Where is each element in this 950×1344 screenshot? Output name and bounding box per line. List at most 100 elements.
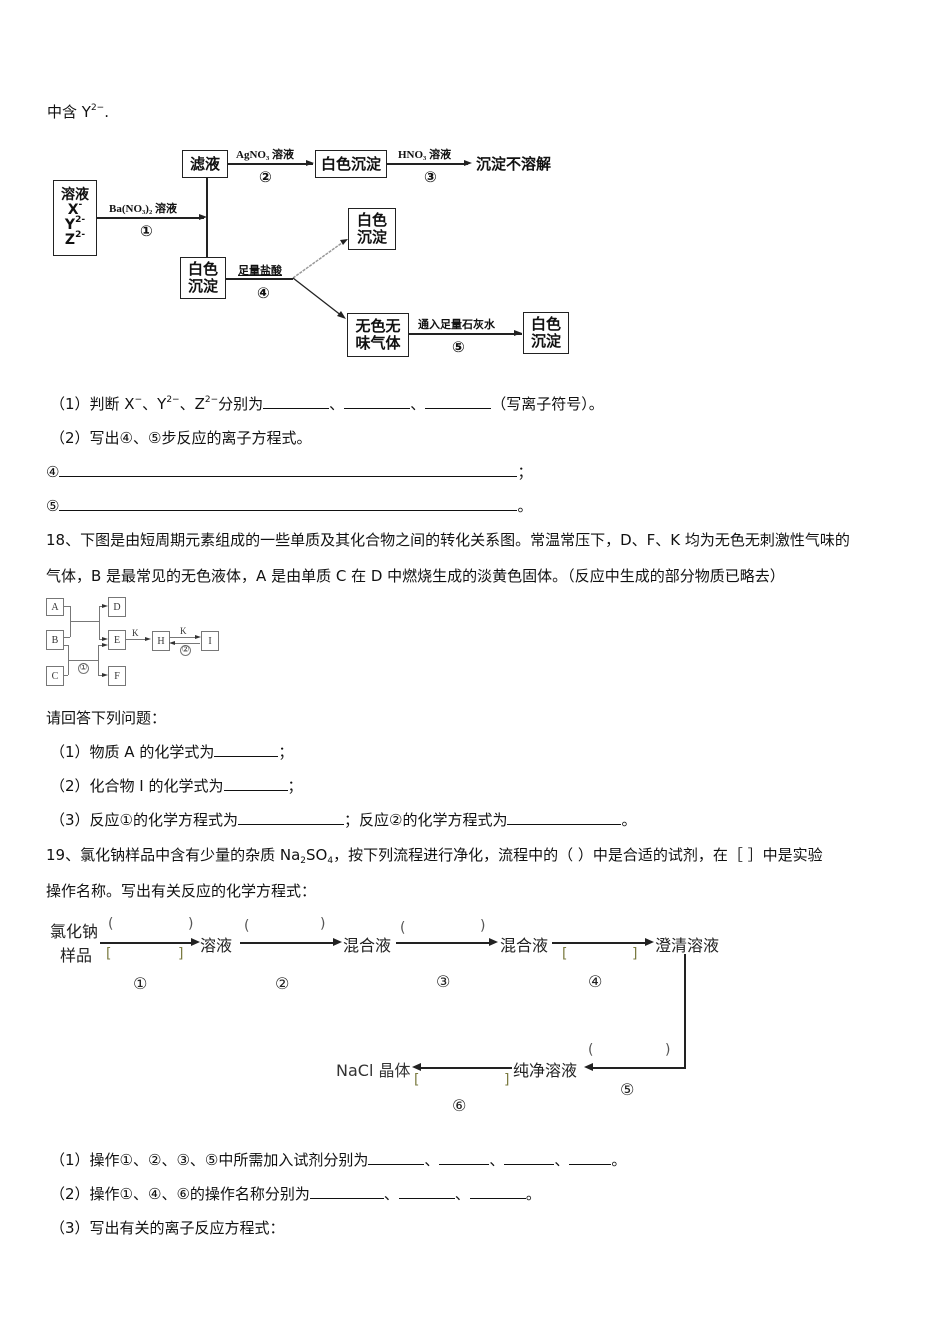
step2-paren-open: (	[244, 918, 250, 934]
answer-blank-op1[interactable]	[309, 1184, 384, 1199]
answer-blank-op4[interactable]	[398, 1184, 455, 1199]
answer-blank-x[interactable]	[263, 394, 330, 409]
answer-blank-a[interactable]	[214, 742, 279, 757]
step6-bracket-open: [	[414, 1072, 420, 1088]
q17-eq5: ⑤。	[46, 496, 533, 515]
step3-paren-open: (	[400, 920, 406, 936]
intro-suffix: .	[104, 103, 109, 121]
q18-prompt: 请回答下列问题：	[46, 709, 167, 727]
q19-part2: （2）操作①、④、⑥的操作名称分别为、、。	[50, 1184, 541, 1203]
answer-blank-eq5[interactable]	[59, 496, 518, 511]
q18-part3: （3）反应①的化学方程式为；反应②的化学方程式为。	[50, 810, 637, 829]
white-precipitate-box-2: 白色沉淀	[180, 257, 226, 299]
ion-test-diagram: 溶液 X- Y2- Z2- Ba(NO₃)₂ 溶液 ① 滤液 AgNO₃ 溶液 …	[0, 0, 950, 370]
start-box-title: 溶液	[61, 187, 89, 203]
answer-blank-z[interactable]	[425, 394, 492, 409]
step3-paren-close: )	[480, 918, 486, 934]
step4-bracket-open: [	[562, 946, 568, 962]
white-precipitate-box-1: 白色沉淀	[315, 150, 387, 178]
box-h: H	[152, 631, 170, 651]
flow-node-mixture-1: 混合液	[343, 936, 392, 955]
q19-part3: （3）写出有关的离子反应方程式：	[50, 1219, 285, 1237]
q19-stem-line2: 操作名称。写出有关反应的化学方程式：	[46, 882, 317, 900]
flow-step5-number: ⑤	[620, 1080, 635, 1099]
answer-blank-reagent3[interactable]	[504, 1150, 555, 1165]
box-b: B	[46, 630, 64, 650]
answer-blank-reagent1[interactable]	[368, 1150, 425, 1165]
flow-start-line1: 氯化钠	[50, 922, 99, 941]
vertical-connector	[206, 176, 208, 258]
q19-part1: （1）操作①、②、③、⑤中所需加入试剂分别为、、、。	[50, 1150, 627, 1169]
flow-step4-number: ④	[588, 972, 603, 991]
ion-x: X-	[67, 200, 83, 218]
arrow-step1-head	[199, 214, 207, 220]
q19-stem-line1: 19、氯化钠样品中含有少量的杂质 Na2SO4，按下列流程进行净化，流程中的（ …	[46, 846, 823, 866]
flow-step6-number: ⑥	[452, 1096, 467, 1115]
precipitate-not-dissolve-text: 沉淀不溶解	[476, 155, 552, 173]
step4-number: ④	[257, 284, 270, 302]
q18-part2: （2）化合物 I 的化学式为；	[50, 776, 303, 795]
white-precipitate-box-4: 白色沉淀	[523, 312, 569, 354]
arrow-step4-line	[225, 278, 293, 280]
step1-paren-close: )	[188, 916, 194, 932]
step5-paren-close: )	[665, 1042, 671, 1058]
reagent-step5: 通入足量石灰水	[418, 319, 495, 331]
branch-arrows	[292, 239, 348, 319]
answer-blank-y[interactable]	[344, 394, 411, 409]
step1-bracket-close: ]	[178, 946, 184, 962]
colorless-gas-box: 无色无味气体	[347, 313, 409, 357]
step4-bracket-close: ]	[632, 946, 638, 962]
reagent-step1: Ba(NO₃)₂ 溶液	[109, 203, 178, 215]
q18-step2-marker: ②	[180, 645, 191, 656]
q17-part1: （1）判断 X−、Y2−、Z2−分别为、、（写离子符号）。	[50, 394, 604, 413]
answer-blank-op6[interactable]	[469, 1184, 526, 1199]
flow-node-nacl-crystal: NaCl 晶体	[336, 1061, 411, 1080]
answer-blank-reaction1[interactable]	[238, 810, 344, 825]
step2-number: ②	[259, 168, 272, 186]
q18-k-label-1: K	[132, 628, 139, 638]
reagent-step2: AgNO₃ 溶液	[236, 149, 294, 161]
box-a: A	[46, 598, 64, 616]
flow-start-line2: 样品	[60, 946, 93, 965]
ion-z: Z2-	[64, 230, 86, 248]
reagent-step3: HNO₃ 溶液	[398, 149, 452, 161]
flow-node-solution: 溶液	[200, 936, 233, 955]
answer-blank-eq4[interactable]	[59, 462, 518, 477]
arrow-step2-line	[227, 163, 313, 165]
arrow-step3-head	[464, 160, 472, 166]
q18-stem-line1: 18、下图是由短周期元素组成的一些单质及其化合物之间的转化关系图。常温常压下，D…	[46, 531, 850, 549]
arrow-step2-head	[306, 160, 314, 166]
intro-sup: 2−	[90, 103, 105, 113]
q17-part2: （2）写出④、⑤步反应的离子方程式。	[50, 429, 312, 447]
reagent-step4: 足量盐酸	[238, 265, 282, 277]
step6-bracket-close: ]	[504, 1072, 510, 1088]
answer-blank-i[interactable]	[223, 776, 288, 791]
box-d: D	[108, 597, 126, 617]
q17-eq4: ④；	[46, 462, 533, 481]
step5-paren-open: (	[588, 1042, 594, 1058]
start-solution-box: 溶液 X- Y2- Z2-	[53, 180, 97, 256]
white-precipitate-box-3: 白色沉淀	[348, 208, 396, 250]
answer-blank-reagent2[interactable]	[439, 1150, 490, 1165]
arrow-step5-head	[514, 330, 522, 336]
step5-number: ⑤	[452, 338, 465, 356]
filtrate-box: 滤液	[182, 150, 228, 178]
ion-y: Y2-	[64, 215, 86, 233]
box-e: E	[108, 630, 126, 650]
answer-blank-reaction2[interactable]	[507, 810, 622, 825]
intro-prefix: 中含 Y	[47, 103, 91, 121]
flow-step2-number: ②	[275, 974, 290, 993]
arrow-step1-line	[96, 217, 204, 219]
intro-text: 中含 Y2−.	[47, 102, 109, 122]
answer-blank-reagent5[interactable]	[569, 1150, 612, 1165]
step1-number: ①	[140, 222, 153, 240]
box-i: I	[201, 631, 219, 651]
box-c: C	[46, 666, 64, 686]
arrow-step3-line	[386, 163, 468, 165]
flow-node-clear-solution: 澄清溶液	[655, 936, 720, 955]
q18-stem-line2: 气体，B 是最常见的无色液体，A 是由单质 C 在 D 中燃烧生成的淡黄色固体。…	[46, 567, 785, 585]
step1-bracket-open: [	[106, 946, 112, 962]
flow-node-pure-solution: 纯净溶液	[513, 1061, 578, 1080]
step3-number: ③	[424, 168, 437, 186]
q18-step1-marker: ①	[78, 663, 89, 674]
